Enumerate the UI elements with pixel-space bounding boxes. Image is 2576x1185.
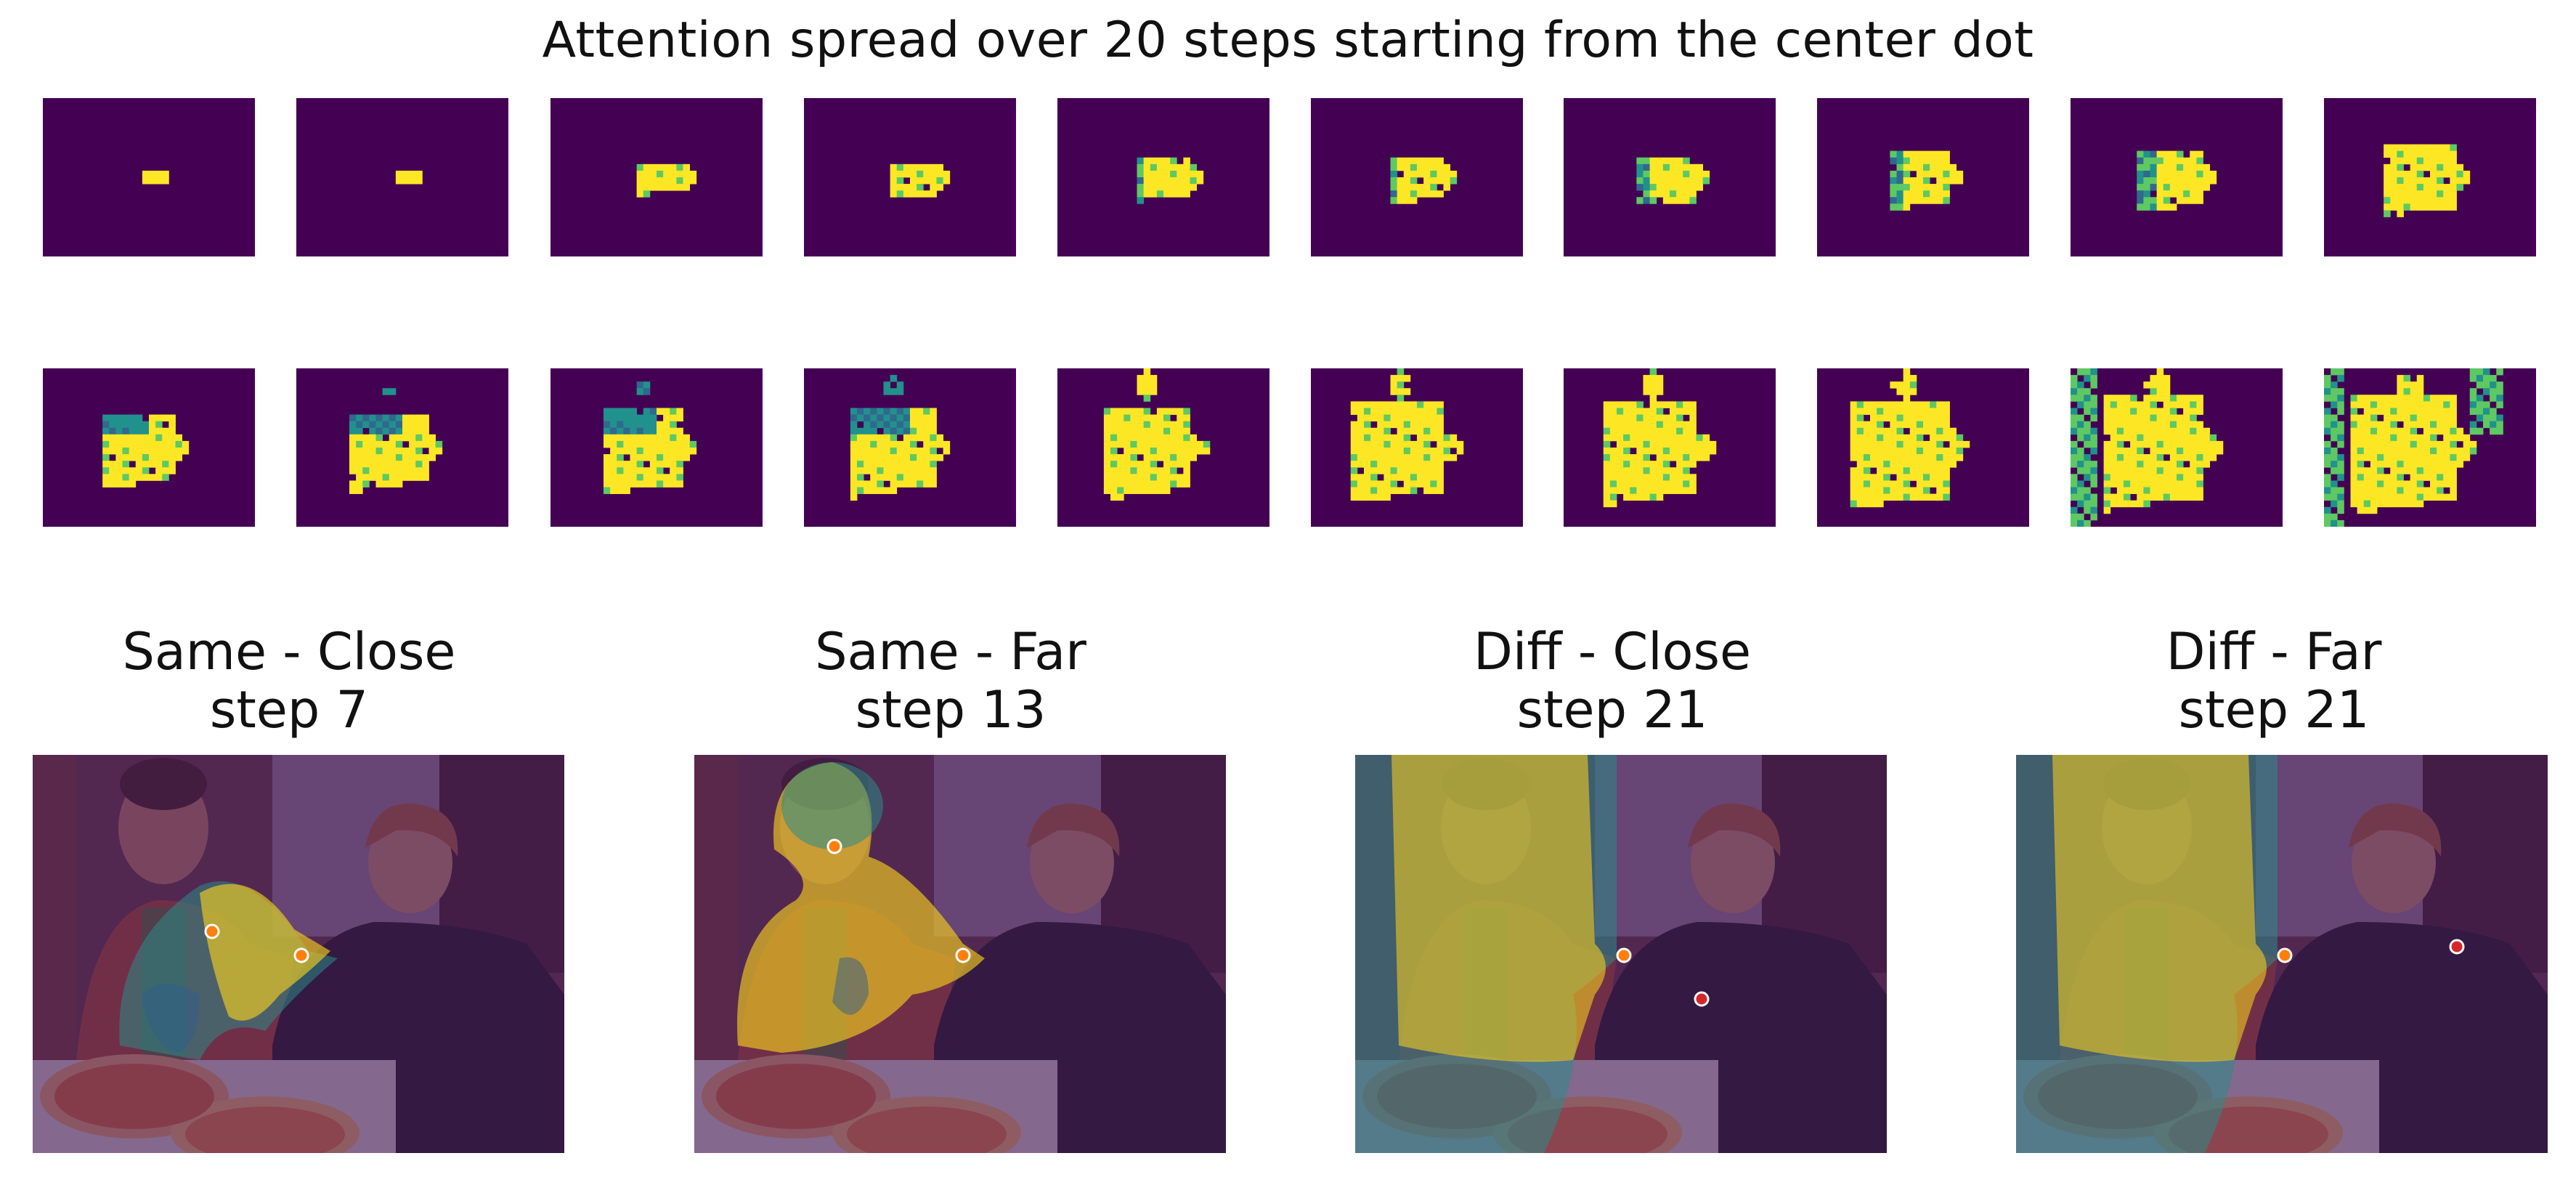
attention-step-3-heatmap — [550, 98, 763, 256]
attention-step-5-heatmap — [1057, 98, 1269, 256]
panel-title-same-far: Same - Far step 13 — [682, 623, 1219, 739]
attention-step-9-heatmap — [2071, 98, 2283, 256]
panel-title-line1: Diff - Close — [1473, 622, 1752, 682]
attention-step-14-heatmap — [804, 368, 1016, 527]
panel-title-diff-close: Diff - Close step 21 — [1344, 623, 1881, 739]
source-dot-marker — [826, 838, 842, 854]
attention-step-17-heatmap — [1564, 368, 1776, 527]
attention-step-8-heatmap — [1817, 98, 2029, 256]
attention-step-1-heatmap — [43, 98, 255, 256]
photo-diff-close — [1355, 755, 1887, 1153]
attention-step-16-heatmap — [1311, 368, 1523, 527]
figure-title: Attention spread over 20 steps starting … — [542, 12, 2034, 69]
photo-same-close — [33, 755, 564, 1153]
attention-step-6-heatmap — [1311, 98, 1523, 256]
attention-step-20-heatmap — [2324, 368, 2536, 527]
attention-step-15-heatmap — [1057, 368, 1269, 527]
panel-title-diff-far: Diff - Far step 21 — [2005, 623, 2543, 739]
attention-step-10-heatmap — [2324, 98, 2536, 256]
source-dot-marker — [293, 947, 309, 963]
panel-title-line2: step 21 — [2178, 680, 2370, 740]
panel-title-same-close: Same - Close step 7 — [20, 623, 558, 739]
attention-step-19-heatmap — [2071, 368, 2283, 527]
panel-title-line2: step 7 — [209, 680, 369, 740]
panel-title-line1: Same - Far — [815, 622, 1086, 682]
panel-title-line2: step 13 — [855, 680, 1047, 740]
source-dot-marker — [955, 947, 971, 963]
attention-step-18-heatmap — [1817, 368, 2029, 527]
target-dot-marker — [1694, 991, 1710, 1007]
panel-title-line1: Diff - Far — [2166, 622, 2382, 682]
photo-same-far — [694, 755, 1226, 1153]
attention-step-12-heatmap — [296, 368, 508, 527]
source-dot-marker — [204, 923, 220, 939]
attention-step-2-heatmap — [296, 98, 508, 256]
panel-title-line1: Same - Close — [122, 622, 456, 682]
panel-title-line2: step 21 — [1516, 680, 1708, 740]
target-dot-marker — [2449, 939, 2465, 955]
photo-diff-far — [2016, 755, 2548, 1153]
source-dot-marker — [2277, 947, 2293, 963]
attention-step-13-heatmap — [550, 368, 763, 527]
source-dot-marker — [1616, 947, 1632, 963]
attention-step-4-heatmap — [804, 98, 1016, 256]
attention-step-11-heatmap — [43, 368, 255, 527]
attention-step-7-heatmap — [1564, 98, 1776, 256]
